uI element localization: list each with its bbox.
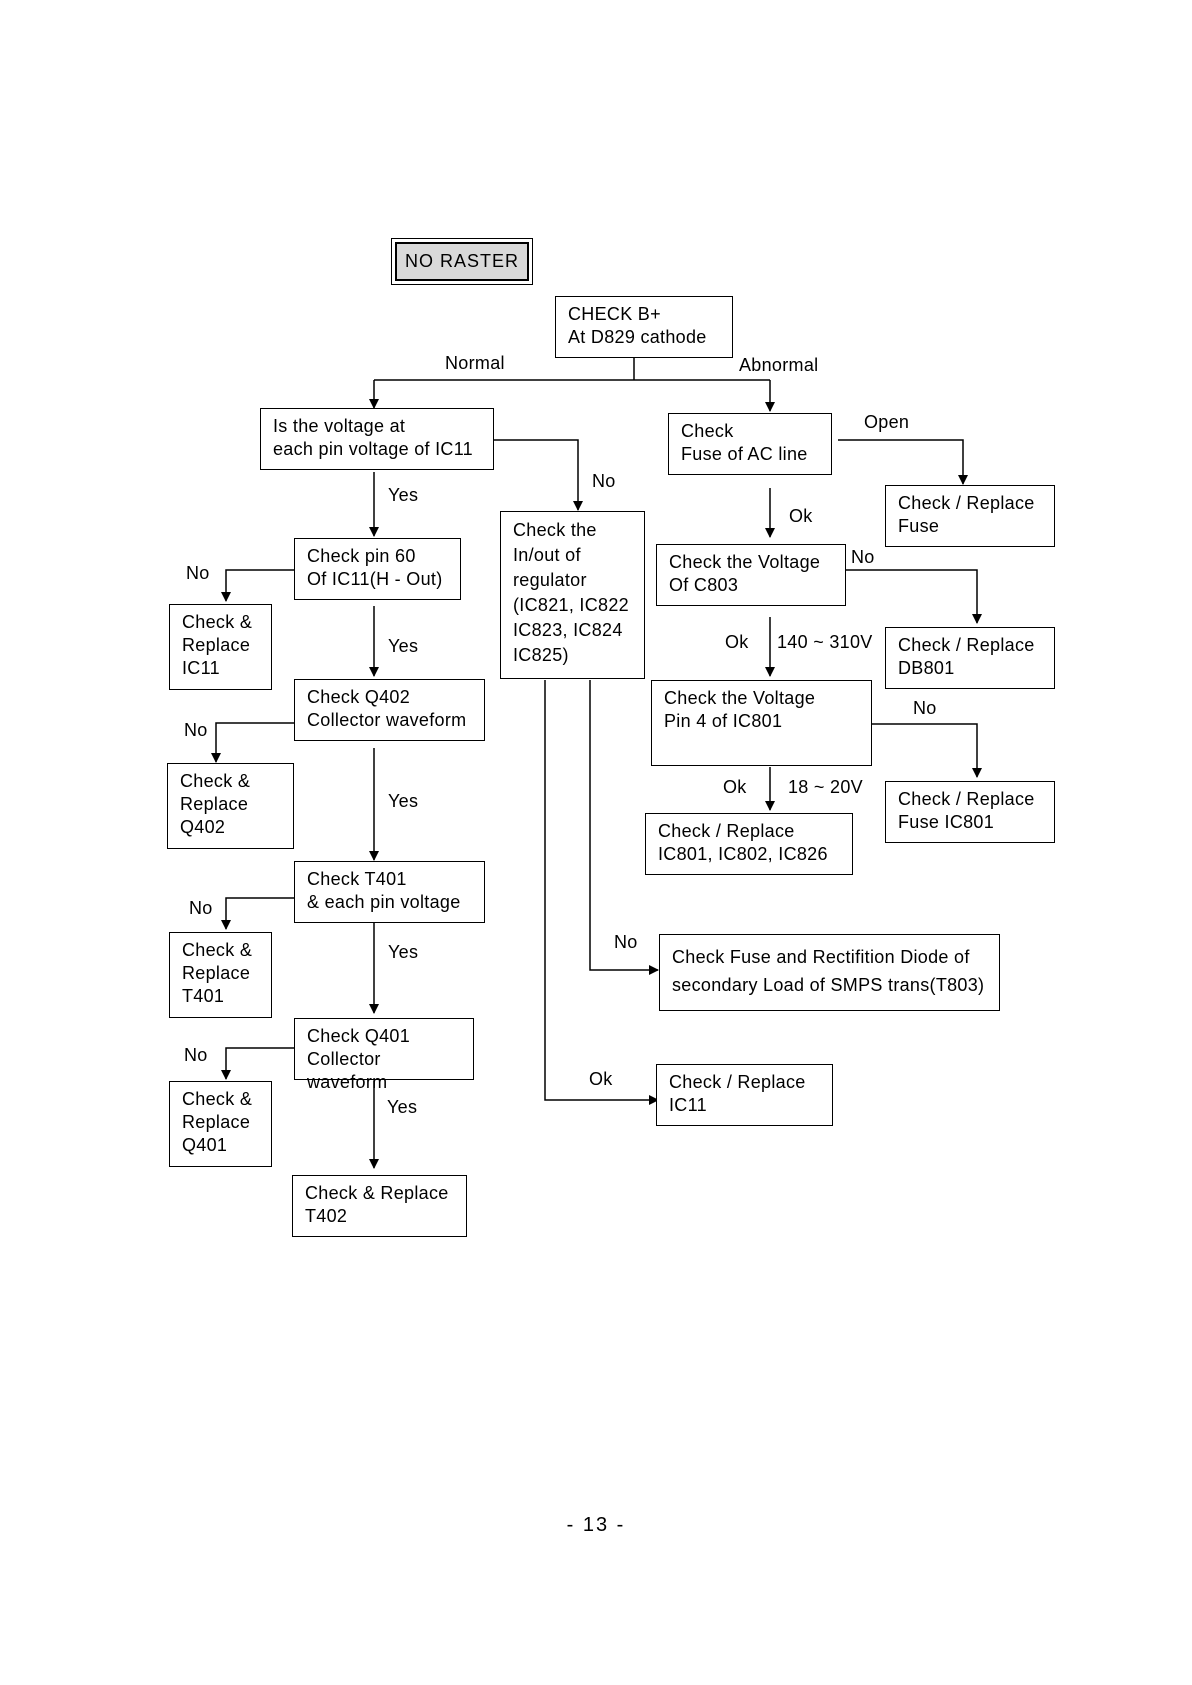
arrow-no-q402 [211, 722, 294, 763]
edge-label-abnormal: Abnormal [739, 355, 819, 375]
node-check-voltage-c803: Check the Voltage Of C803 [656, 544, 846, 606]
node-check-replace-t402: Check & Replace T402 [292, 1175, 467, 1237]
arrow-no-secondary [589, 680, 659, 975]
edge-label-yes-3: Yes [388, 791, 419, 811]
node-replace-t401: Check & Replace T401 [169, 932, 272, 1018]
arrow-no-regulator [492, 439, 583, 511]
edge-label-yes-1: Yes [388, 485, 419, 505]
arrow-no-fuse-ic801 [872, 723, 982, 778]
edge-label-range-c803: 140 ~ 310V [777, 632, 873, 652]
node-check-replace-db801: Check / Replace DB801 [885, 627, 1055, 689]
node-replace-ic11-left: Check & Replace IC11 [169, 604, 272, 690]
edge-label-no-t401: No [189, 898, 213, 918]
edge-label-range-pin4: 18 ~ 20V [788, 777, 863, 797]
edge-label-no-pin60: No [186, 563, 210, 583]
edge-label-no-q401: No [184, 1045, 208, 1065]
node-check-replace-ic11-right: Check / Replace IC11 [656, 1064, 833, 1126]
node-check-voltage-pin4: Check the Voltage Pin 4 of IC801 [651, 680, 872, 766]
node-check-b-plus: CHECK B+ At D829 cathode [555, 296, 733, 358]
arrow-open-fuse [838, 439, 968, 485]
node-check-replace-fuse-ic801: Check / Replace Fuse IC801 [885, 781, 1055, 843]
node-check-t401: Check T401 & each pin voltage [294, 861, 485, 923]
edge-label-no-pin4: No [913, 698, 937, 718]
arrow-ok-ic11 [544, 680, 659, 1105]
edge-label-open: Open [864, 412, 910, 432]
edge-label-no-regulator: No [592, 471, 616, 491]
arrow-no-db801 [846, 569, 982, 624]
edge-label-yes-4: Yes [388, 942, 419, 962]
page-number: - 13 - [566, 1514, 626, 1536]
edge-label-normal: Normal [445, 353, 505, 373]
edge-label-ok-pin4: Ok [723, 777, 747, 797]
edge-label-no-c803: No [851, 547, 875, 567]
node-check-q401: Check Q401 Collector waveform [294, 1018, 474, 1092]
node-check-regulator: Check the In/out of regulator (IC821, IC… [500, 511, 645, 679]
node-check-replace-fuse: Check / Replace Fuse [885, 485, 1055, 547]
node-check-replace-ic801: Check / Replace IC801, IC802, IC826 [645, 813, 853, 875]
node-check-fuse-ac: Check Fuse of AC line [668, 413, 832, 475]
node-replace-q401: Check & Replace Q401 [169, 1081, 272, 1167]
edge-label-no-secondary: No [614, 932, 638, 952]
edge-label-no-q402: No [184, 720, 208, 740]
node-is-voltage: Is the voltage at each pin voltage of IC… [260, 408, 494, 470]
node-check-q402: Check Q402 Collector waveform [294, 679, 485, 741]
diagram-title: NO RASTER [395, 242, 529, 281]
edge-label-ok-c803: Ok [725, 632, 749, 652]
node-check-pin60: Check pin 60 Of IC11(H - Out) [294, 538, 461, 600]
arrow-no-t401 [221, 897, 294, 930]
edge-label-yes-5: Yes [387, 1097, 418, 1117]
arrow-no-q401 [221, 1047, 294, 1080]
node-replace-q402: Check & Replace Q402 [167, 763, 294, 849]
arrow-no-ic11 [221, 569, 294, 602]
title-frame [391, 238, 533, 285]
edge-label-yes-2: Yes [388, 636, 419, 656]
edge-label-ok-fuse: Ok [789, 506, 813, 526]
node-check-fuse-rectification: Check Fuse and Rectifition Diode of seco… [659, 934, 1000, 1011]
edge-label-ok-ic11: Ok [589, 1069, 613, 1089]
